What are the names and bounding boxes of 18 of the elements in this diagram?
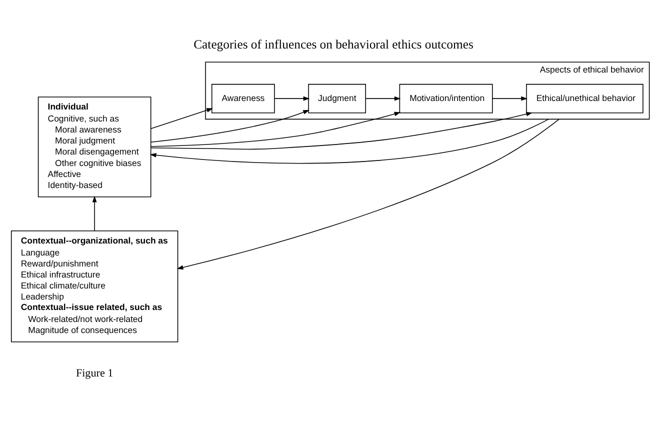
arrow: [150, 112, 401, 147]
node-box: Awareness: [211, 84, 275, 114]
label: Figure 1: [76, 367, 114, 380]
arrow: [176, 118, 560, 270]
diagram-title: Categories of influences on behavioral ethics outcomes: [194, 37, 474, 52]
arrow: [150, 110, 310, 143]
arrow: [150, 108, 213, 130]
node-box: Contextual--organizational, such as Language Reward/punishment Ethical infrastructure Ethical climate/culture Leadership Contextual--issue related, such as Work-related/not work-related Magnitude of consequences: [10, 230, 178, 342]
arrow: [274, 96, 310, 101]
arrow: [92, 196, 97, 232]
node-box: Motivation/intention: [399, 84, 493, 114]
arrow: [365, 96, 401, 101]
arrow: [492, 96, 528, 101]
node-box: Judgment: [308, 84, 366, 114]
arrow: [150, 112, 533, 150]
arrow: [150, 118, 550, 164]
node-box: Ethical/unethical behavior: [526, 84, 644, 114]
node-box: Individual Cognitive, such as Moral awareness Moral judgment Moral disengagement Other cognitive biases Affective Identity-based: [38, 96, 152, 198]
